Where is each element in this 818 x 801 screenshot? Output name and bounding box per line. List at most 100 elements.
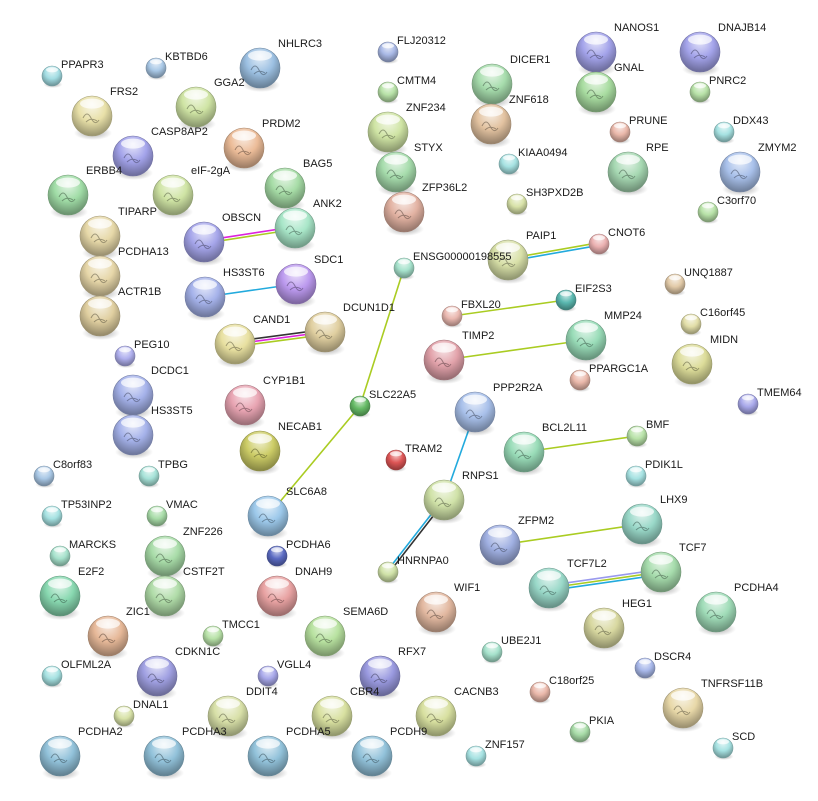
node-flj20312[interactable] xyxy=(377,41,399,64)
node-nanos1[interactable] xyxy=(575,31,617,76)
node-scd[interactable] xyxy=(712,737,734,760)
node-fbxl20[interactable] xyxy=(441,305,463,328)
node-gnal[interactable] xyxy=(575,71,617,116)
node-ank2[interactable] xyxy=(274,207,316,252)
node-tmcc1[interactable] xyxy=(202,625,224,648)
node-lhx9[interactable] xyxy=(621,503,663,548)
node-znf157[interactable] xyxy=(465,745,487,768)
node-c8orf83[interactable] xyxy=(33,465,55,488)
node-ensg00000198555[interactable] xyxy=(393,257,415,280)
node-ube2j1[interactable] xyxy=(481,641,503,664)
node-pnrc2[interactable] xyxy=(689,81,711,104)
node-hs3st6[interactable] xyxy=(184,276,226,321)
node-olfml2a[interactable] xyxy=(41,665,63,688)
node-hnrnpa0[interactable] xyxy=(377,561,399,584)
node-zfp36l2[interactable] xyxy=(383,191,425,236)
node-znf226[interactable] xyxy=(144,535,186,580)
edge-zfpm2-lhx9[interactable] xyxy=(499,523,643,546)
node-styx[interactable] xyxy=(375,151,417,196)
node-c18orf25[interactable] xyxy=(529,681,551,704)
node-cnot6[interactable] xyxy=(588,233,610,256)
node-sema6d[interactable] xyxy=(304,615,346,660)
node-pcdha6[interactable] xyxy=(266,545,288,568)
node-ddx43[interactable] xyxy=(713,121,735,144)
node-dnajb14[interactable] xyxy=(679,31,721,76)
node-frs2[interactable] xyxy=(71,95,113,140)
node-pcdha4[interactable] xyxy=(695,591,737,636)
node-ppapr3[interactable] xyxy=(41,65,63,88)
node-dnah9[interactable] xyxy=(256,575,298,620)
node-rnps1[interactable] xyxy=(423,479,465,524)
node-zic1[interactable] xyxy=(87,615,129,660)
node-pkia[interactable] xyxy=(569,721,591,744)
node-eif-2ga[interactable] xyxy=(152,174,194,219)
node-heg1[interactable] xyxy=(583,607,625,652)
edge-timp2-mmp24[interactable] xyxy=(443,339,587,361)
node-kbtbd6[interactable] xyxy=(145,57,167,80)
node-obscn[interactable] xyxy=(183,221,225,266)
node-tram2[interactable] xyxy=(385,449,407,472)
edge-slc22a5-slc6a8[interactable] xyxy=(267,405,361,517)
node-ppargc1a[interactable] xyxy=(569,369,591,392)
node-tpbg[interactable] xyxy=(138,465,160,488)
node-e2f2[interactable] xyxy=(39,575,81,620)
node-bcl2l11[interactable] xyxy=(503,431,545,476)
node-bag5[interactable] xyxy=(264,167,306,212)
node-marcks[interactable] xyxy=(49,545,71,568)
node-hs3st5[interactable] xyxy=(112,414,154,459)
node-actr1b[interactable] xyxy=(79,295,121,340)
node-znf234[interactable] xyxy=(367,111,409,156)
node-erbb4[interactable] xyxy=(47,174,89,219)
node-pcdh9[interactable] xyxy=(351,735,393,780)
node-cacnb3[interactable] xyxy=(415,695,457,740)
node-cstf2t[interactable] xyxy=(144,575,186,620)
node-sh3pxd2b[interactable] xyxy=(506,193,528,216)
node-kiaa0494[interactable] xyxy=(498,153,520,176)
node-slc6a8[interactable] xyxy=(247,495,289,540)
node-bmf[interactable] xyxy=(626,425,648,448)
node-sdc1[interactable] xyxy=(275,263,317,308)
node-zfpm2[interactable] xyxy=(479,524,521,569)
node-pcdha5[interactable] xyxy=(247,735,289,780)
node-prdm2[interactable] xyxy=(223,127,265,172)
node-eif2s3[interactable] xyxy=(555,289,577,312)
node-mmp24[interactable] xyxy=(565,319,607,364)
node-dscr4[interactable] xyxy=(634,657,656,680)
node-unq1887[interactable] xyxy=(664,273,686,296)
node-cbr4[interactable] xyxy=(311,695,353,740)
node-peg10[interactable] xyxy=(114,345,136,368)
node-pdik1l[interactable] xyxy=(625,465,647,488)
node-znf618[interactable] xyxy=(470,103,512,148)
node-pcdha3[interactable] xyxy=(143,735,185,780)
edge-fbxl20-eif2s3[interactable] xyxy=(451,299,567,317)
node-ppp2r2a[interactable] xyxy=(454,391,496,436)
node-prune[interactable] xyxy=(609,121,631,144)
node-tcf7[interactable] xyxy=(640,551,682,596)
node-vgll4[interactable] xyxy=(257,665,279,688)
node-casp8ap2[interactable] xyxy=(112,135,154,180)
node-nhlrc3[interactable] xyxy=(239,47,281,92)
node-necab1[interactable] xyxy=(239,430,281,475)
node-zmym2[interactable] xyxy=(719,151,761,196)
node-tnfrsf11b[interactable] xyxy=(662,687,704,732)
node-cand1[interactable] xyxy=(214,323,256,368)
node-timp2[interactable] xyxy=(423,339,465,384)
node-c3orf70[interactable] xyxy=(697,201,719,224)
node-tmem64[interactable] xyxy=(737,393,759,416)
node-pcdha2[interactable] xyxy=(39,735,81,780)
node-vmac[interactable] xyxy=(146,505,168,528)
node-cmtm4[interactable] xyxy=(377,81,399,104)
node-dnal1[interactable] xyxy=(113,705,135,728)
node-tiparp[interactable] xyxy=(79,215,121,260)
node-gga2[interactable] xyxy=(175,86,217,131)
node-dcdc1[interactable] xyxy=(112,374,154,419)
node-slc22a5[interactable] xyxy=(349,395,371,418)
node-ddit4[interactable] xyxy=(207,695,249,740)
node-tcf7l2[interactable] xyxy=(528,567,570,612)
node-wif1[interactable] xyxy=(415,591,457,636)
node-midn[interactable] xyxy=(671,343,713,388)
node-dcun1d1[interactable] xyxy=(304,311,346,356)
node-c16orf45[interactable] xyxy=(680,313,702,336)
node-rfx7[interactable] xyxy=(359,655,401,700)
